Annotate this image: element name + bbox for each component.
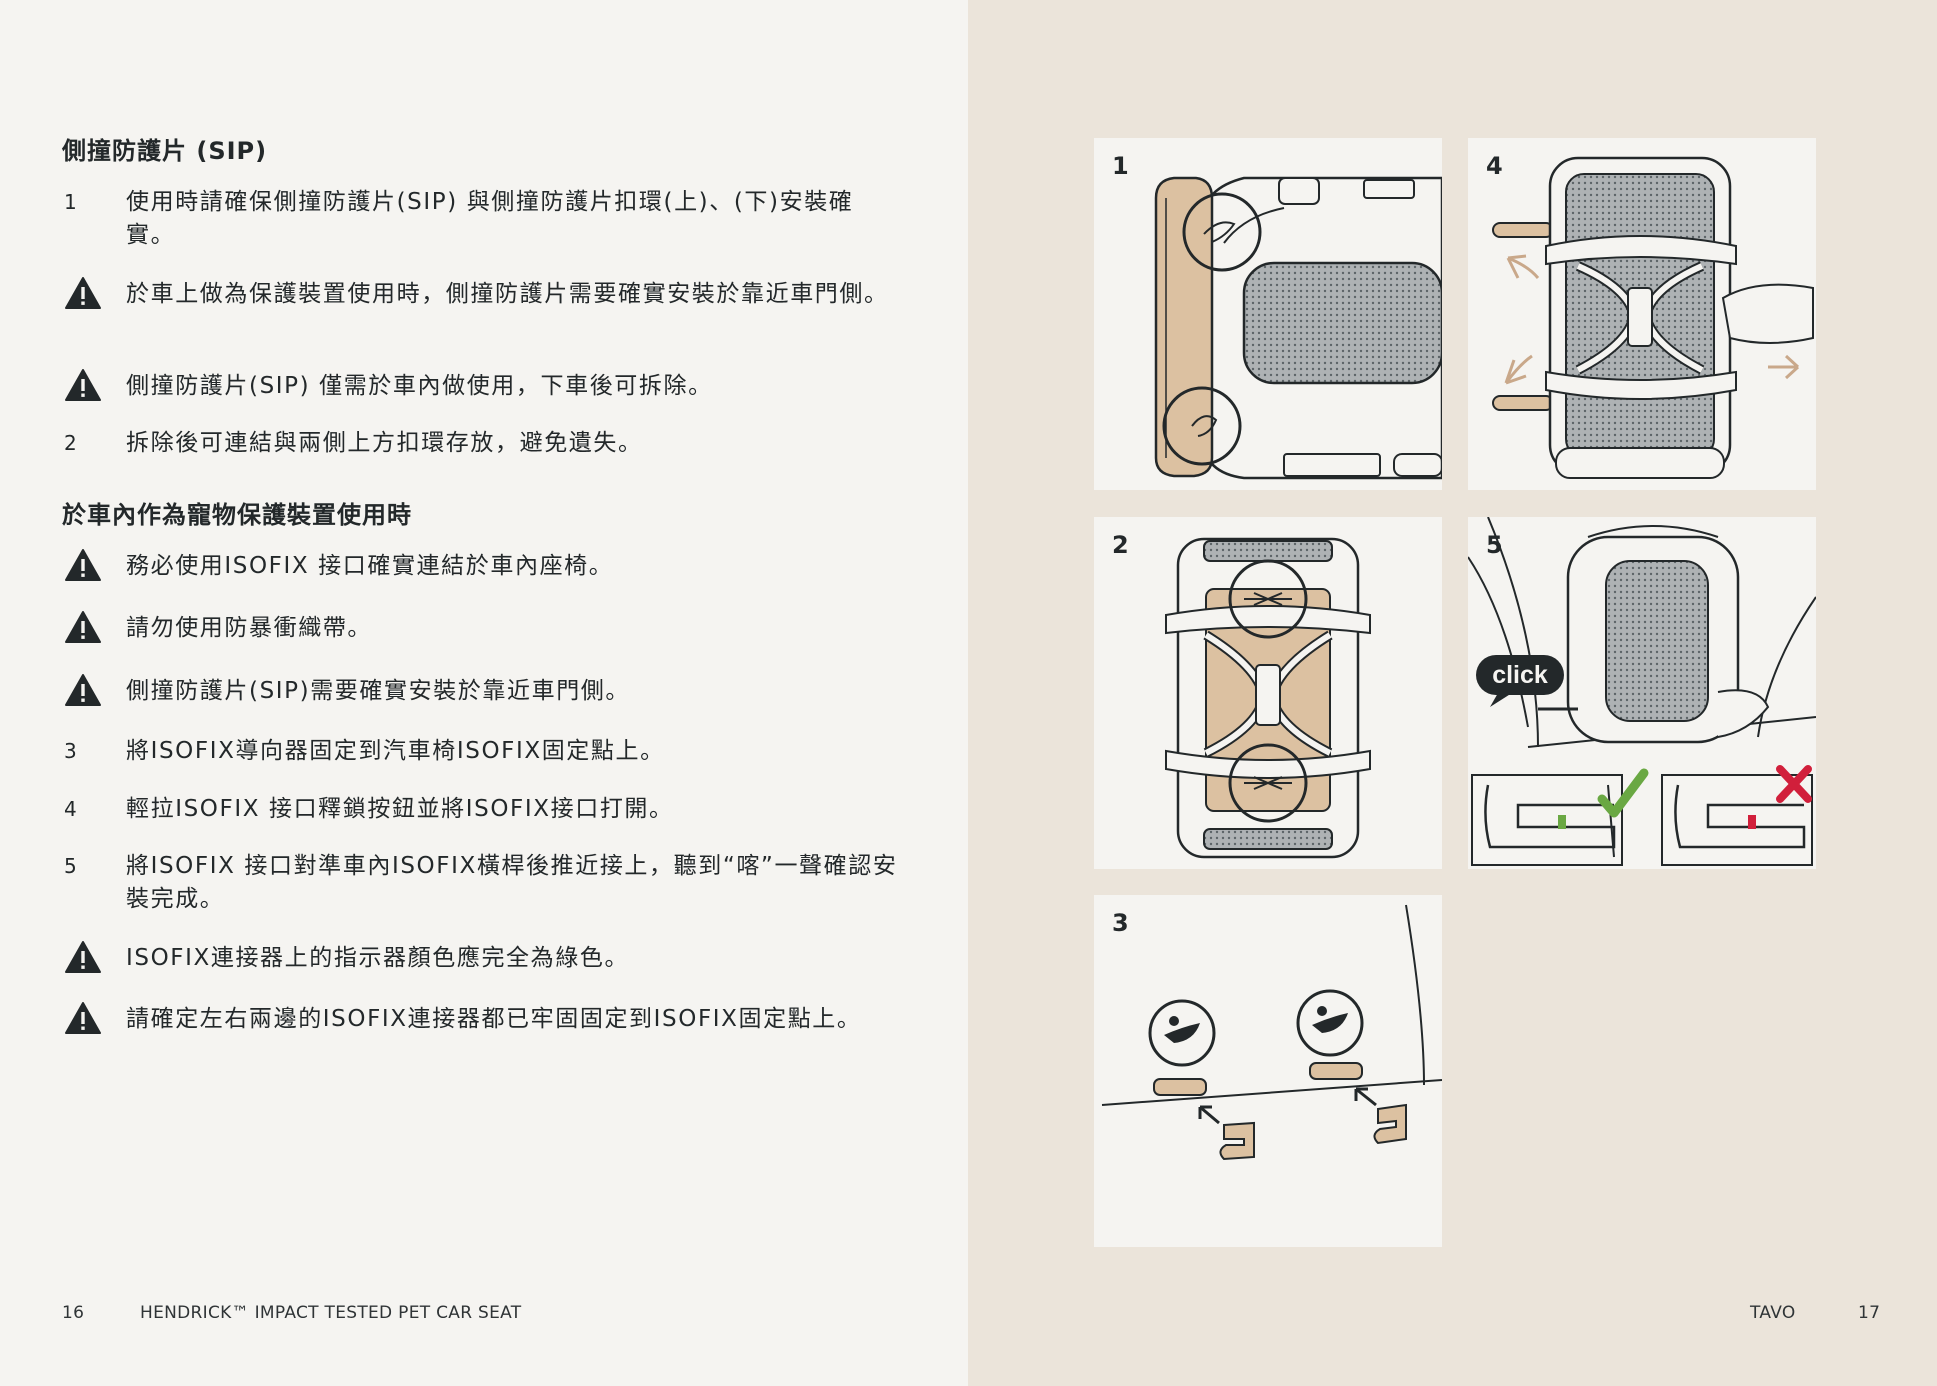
illustration-panel-1: 1 bbox=[1094, 138, 1442, 490]
warning-icon bbox=[65, 277, 101, 309]
left-page: 側撞防護片 (SIP) 1 使用時請確保側撞防護片(SIP) 與側撞防護片扣環(… bbox=[0, 0, 968, 1386]
panel-number: 4 bbox=[1486, 152, 1503, 180]
warning-icon bbox=[65, 941, 101, 973]
page-number-left: 16 bbox=[62, 1303, 85, 1323]
list-item: ISOFIX連接器上的指示器顏色應完全為綠色。 bbox=[62, 941, 902, 975]
list-item-text: 請確定左右兩邊的ISOFIX連接器都已牢固固定到ISOFIX固定點上。 bbox=[126, 1006, 862, 1032]
list-item-text: 拆除後可連結與兩側上方扣環存放，避免遺失。 bbox=[126, 430, 643, 456]
list-item: 請勿使用防暴衝織帶。 bbox=[62, 611, 902, 645]
illustration-panel-4: 4 bbox=[1468, 138, 1816, 490]
isofix-release-illustration bbox=[1492, 156, 1814, 479]
list-item: 1 使用時請確保側撞防護片(SIP) 與側撞防護片扣環(上)、(下)安裝確實。 bbox=[62, 186, 902, 252]
step-number: 5 bbox=[64, 854, 77, 878]
side-impact-protector-illustration bbox=[1154, 176, 1442, 480]
isofix-attach-illustration: click bbox=[1468, 517, 1816, 866]
warning-icon bbox=[65, 549, 101, 581]
list-item-text: 側撞防護片(SIP) 僅需於車內做使用，下車後可拆除。 bbox=[126, 373, 713, 399]
isofix-guide-illustration bbox=[1101, 904, 1442, 1161]
list-item-text: 於車上做為保護裝置使用時，側撞防護片需要確實安裝於靠近車門側。 bbox=[126, 281, 889, 307]
warning-icon bbox=[65, 1002, 101, 1034]
panel-number: 5 bbox=[1486, 531, 1503, 559]
list-item-text: 將ISOFIX導向器固定到汽車椅ISOFIX固定點上。 bbox=[126, 738, 665, 764]
list-item: 2 拆除後可連結與兩側上方扣環存放，避免遺失。 bbox=[62, 427, 902, 460]
list-item: 3 將ISOFIX導向器固定到汽車椅ISOFIX固定點上。 bbox=[62, 735, 902, 768]
section-title-in-car: 於車內作為寵物保護裝置使用時 bbox=[62, 501, 412, 529]
click-callout: click bbox=[1492, 661, 1548, 689]
panel-number: 1 bbox=[1112, 152, 1129, 180]
list-item-text: 務必使用ISOFIX 接口確實連結於車內座椅。 bbox=[126, 553, 614, 579]
list-item: 務必使用ISOFIX 接口確實連結於車內座椅。 bbox=[62, 549, 902, 583]
footer-brand: TAVO bbox=[1750, 1303, 1796, 1323]
list-item-text: 使用時請確保側撞防護片(SIP) 與側撞防護片扣環(上)、(下)安裝確實。 bbox=[126, 189, 854, 248]
section-title-sip: 側撞防護片 (SIP) bbox=[62, 137, 268, 165]
sip-storage-illustration bbox=[1165, 537, 1371, 859]
warning-icon bbox=[65, 674, 101, 706]
illustration-panel-3: 3 bbox=[1094, 895, 1442, 1247]
right-page: 1 4 bbox=[968, 0, 1937, 1386]
list-item-text: ISOFIX連接器上的指示器顏色應完全為綠色。 bbox=[126, 945, 630, 971]
footer-title: HENDRICK™ IMPACT TESTED PET CAR SEAT bbox=[140, 1303, 522, 1323]
list-item-text: 請勿使用防暴衝織帶。 bbox=[126, 615, 372, 641]
step-number: 1 bbox=[64, 190, 77, 214]
illustration-panel-2: 2 bbox=[1094, 517, 1442, 869]
panel-number: 2 bbox=[1112, 531, 1129, 559]
list-item: 4 輕拉ISOFIX 接口釋鎖按鈕並將ISOFIX接口打開。 bbox=[62, 793, 902, 826]
page-number-right: 17 bbox=[1858, 1303, 1881, 1323]
panel-number: 3 bbox=[1112, 909, 1129, 937]
step-number: 2 bbox=[64, 431, 77, 455]
warning-icon bbox=[65, 369, 101, 401]
list-item-text: 輕拉ISOFIX 接口釋鎖按鈕並將ISOFIX接口打開。 bbox=[126, 796, 674, 822]
step-number: 3 bbox=[64, 739, 77, 763]
list-item: 側撞防護片(SIP) 僅需於車內做使用，下車後可拆除。 bbox=[62, 369, 902, 403]
list-item: 於車上做為保護裝置使用時，側撞防護片需要確實安裝於靠近車門側。 bbox=[62, 277, 902, 311]
list-item: 5 將ISOFIX 接口對準車內ISOFIX橫桿後推近接上，聽到“喀”一聲確認安… bbox=[62, 850, 902, 916]
list-item: 請確定左右兩邊的ISOFIX連接器都已牢固固定到ISOFIX固定點上。 bbox=[62, 1002, 902, 1036]
list-item-text: 將ISOFIX 接口對準車內ISOFIX橫桿後推近接上，聽到“喀”一聲確認安裝完… bbox=[126, 853, 898, 912]
list-item-text: 側撞防護片(SIP)需要確實安裝於靠近車門側。 bbox=[126, 678, 630, 704]
warning-icon bbox=[65, 611, 101, 643]
step-number: 4 bbox=[64, 797, 77, 821]
list-item: 側撞防護片(SIP)需要確實安裝於靠近車門側。 bbox=[62, 674, 902, 708]
illustration-panel-5: click 5 bbox=[1468, 517, 1816, 869]
